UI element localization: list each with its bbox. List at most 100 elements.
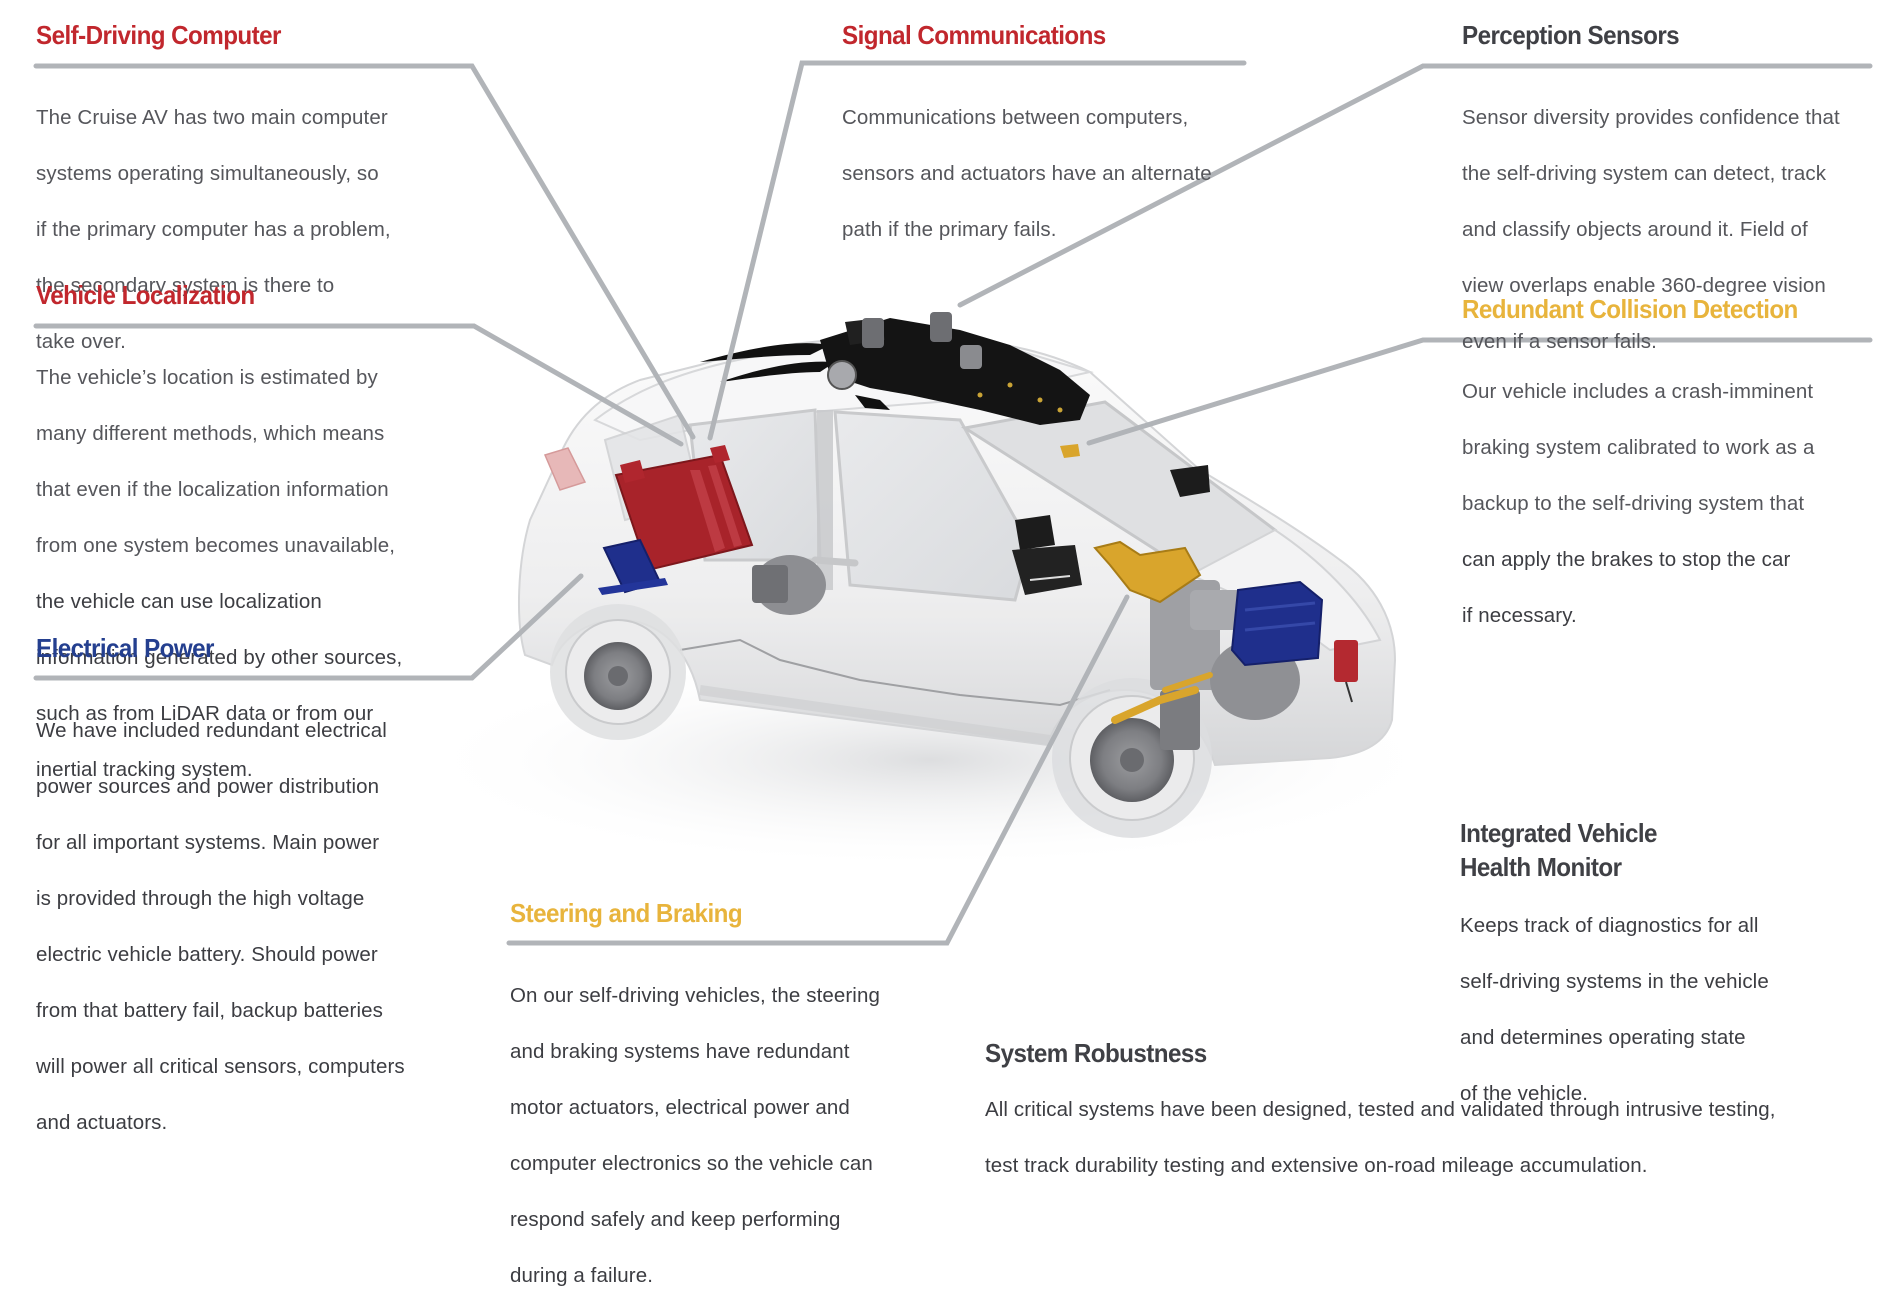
body-line: respond safely and keep performing (510, 1208, 841, 1231)
body-line: power sources and power distribution (36, 775, 380, 798)
body-line: of the vehicle. (1460, 1082, 1588, 1105)
body-line: the self-driving system can detect, trac… (1462, 162, 1827, 185)
callout-vehicle-localization: Vehicle Localization The vehicle’s locat… (36, 280, 476, 784)
body-line: systems operating simultaneously, so (36, 162, 379, 185)
lidar-right (930, 312, 952, 342)
callout-title: Redundant Collision Detection (1462, 294, 1798, 324)
callout-title: Steering and Braking (510, 898, 743, 928)
body-line: even if a sensor fails. (1462, 330, 1657, 353)
body-line: many different methods, which means (36, 422, 385, 445)
body-line: test track durability testing and extens… (985, 1154, 1648, 1177)
body-line: path if the primary fails. (842, 218, 1057, 241)
leader-line-steering-braking (506, 594, 1130, 946)
callout-body: Communications between computers, sensor… (842, 76, 1262, 244)
radar-dome (827, 360, 857, 390)
body-line: that even if the localization informatio… (36, 478, 389, 501)
roof-sensor-pod (700, 312, 1090, 425)
body-line: from that battery fail, backup batteries (36, 999, 383, 1022)
body-line: and actuators. (36, 1111, 168, 1134)
callout-body: The Cruise AV has two main computer syst… (36, 76, 466, 356)
rocker-panel (699, 685, 1051, 745)
body-line: and determines operating state (1460, 1026, 1746, 1049)
leader-line-self-driving-computer (33, 63, 696, 440)
callout-perception-sensors: Perception Sensors Sensor diversity prov… (1462, 20, 1882, 356)
body-line: braking system calibrated to work as a (1462, 436, 1815, 459)
callout-title-line-2: Health Monitor (1460, 852, 1622, 882)
body-line: Our vehicle includes a crash-imminent (1462, 380, 1814, 403)
lidar-rear (960, 345, 982, 369)
body-line: is provided through the high voltage (36, 887, 365, 910)
rear-brake-module (752, 555, 826, 615)
far-side-mirror (1170, 465, 1210, 497)
body-line: and classify objects around it. Field of (1462, 218, 1808, 241)
callout-signal-communications: Signal Communications Communications bet… (842, 20, 1262, 244)
body-line: will power all critical sensors, compute… (36, 1055, 405, 1078)
body-line: the vehicle can use localization (36, 590, 322, 613)
body-line: The Cruise AV has two main computer (36, 106, 388, 129)
body-line: backup to the self-driving system that (1462, 492, 1805, 515)
body-line: the secondary system is there to (36, 274, 335, 297)
steering-actuator (1093, 540, 1213, 724)
body-line: Sensor diversity provides confidence tha… (1462, 106, 1840, 129)
door-handle (811, 556, 859, 567)
callout-body: We have included redundant electrical po… (36, 689, 476, 1137)
callout-system-robustness: System Robustness All critical systems h… (985, 1038, 1885, 1180)
car-illustration (33, 60, 1873, 946)
callout-body: The vehicle’s location is estimated by m… (36, 336, 476, 784)
rear-wheel (550, 604, 686, 740)
callout-body: Our vehicle includes a crash-imminent br… (1462, 350, 1882, 630)
collision-sensor (1060, 444, 1080, 458)
callout-electrical-power: Electrical Power We have included redund… (36, 633, 476, 1137)
body-line: from one system becomes unavailable, (36, 534, 396, 557)
body-line: Keeps track of diagnostics for all (1460, 914, 1759, 937)
front-backup-battery (1230, 580, 1324, 667)
lidar-left (862, 318, 884, 348)
leader-line-signal-communications (707, 60, 1247, 441)
tail-light (543, 447, 587, 491)
body-line: such as from LiDAR data or from our (36, 702, 374, 725)
body-line: for all important systems. Main power (36, 831, 380, 854)
callout-title: System Robustness (985, 1038, 1207, 1068)
diagram-canvas: Self-Driving Computer The Cruise AV has … (33, 20, 1882, 1287)
body-line: take over. (36, 330, 126, 353)
callout-self-driving-computer: Self-Driving Computer The Cruise AV has … (36, 20, 466, 356)
body-line: inertial tracking system. (36, 758, 253, 781)
body-line: The vehicle’s location is estimated by (36, 366, 378, 389)
front-computer-module (1334, 640, 1358, 703)
callout-title: Electrical Power (36, 633, 214, 663)
callout-body: On our self-driving vehicles, the steeri… (510, 954, 950, 1290)
leader-line-vehicle-localization (33, 323, 684, 447)
body-line: if the primary computer has a problem, (36, 218, 391, 241)
self-driving-computer-part (614, 445, 754, 572)
body-line: All critical systems have been designed,… (985, 1098, 1776, 1121)
leader-line-electrical-power (33, 573, 584, 681)
body-line: On our self-driving vehicles, the steeri… (510, 984, 880, 1007)
body-line: if necessary. (1462, 604, 1577, 627)
callout-body: Sensor diversity provides confidence tha… (1462, 76, 1882, 356)
body-line: can apply the brakes to stop the car (1462, 548, 1791, 571)
side-mirror (1012, 515, 1082, 595)
body-line: Communications between computers, (842, 106, 1189, 129)
body-line: motor actuators, electrical power and (510, 1096, 850, 1119)
body-line: electric vehicle battery. Should power (36, 943, 378, 966)
body-line: self-driving systems in the vehicle (1460, 970, 1769, 993)
brake-line (679, 638, 1111, 707)
body-line: We have included redundant electrical (36, 719, 387, 742)
leader-line-perception-sensors (957, 63, 1873, 308)
callout-integrated-vehicle-health-monitor: Integrated Vehicle Health Monitor Keeps … (1460, 816, 1880, 1108)
callout-title: Perception Sensors (1462, 20, 1680, 50)
callout-title-line-1: Integrated Vehicle (1460, 818, 1657, 848)
callout-body: All critical systems have been designed,… (985, 1068, 1885, 1180)
rear-backup-battery (598, 538, 668, 595)
b-pillar (817, 410, 833, 590)
callout-body: Keeps track of diagnostics for all self-… (1460, 884, 1880, 1108)
callout-title: Vehicle Localization (36, 280, 255, 310)
callout-redundant-collision-detection: Redundant Collision Detection Our vehicl… (1462, 294, 1882, 630)
callout-title: Signal Communications (842, 20, 1106, 50)
callout-title: Self-Driving Computer (36, 20, 281, 50)
body-line: during a failure. (510, 1264, 654, 1287)
callout-steering-and-braking: Steering and Braking On our self-driving… (510, 898, 950, 1290)
body-line: information generated by other sources, (36, 646, 403, 669)
leader-line-redundant-collision (1086, 337, 1873, 446)
body-line: and braking systems have redundant (510, 1040, 850, 1063)
